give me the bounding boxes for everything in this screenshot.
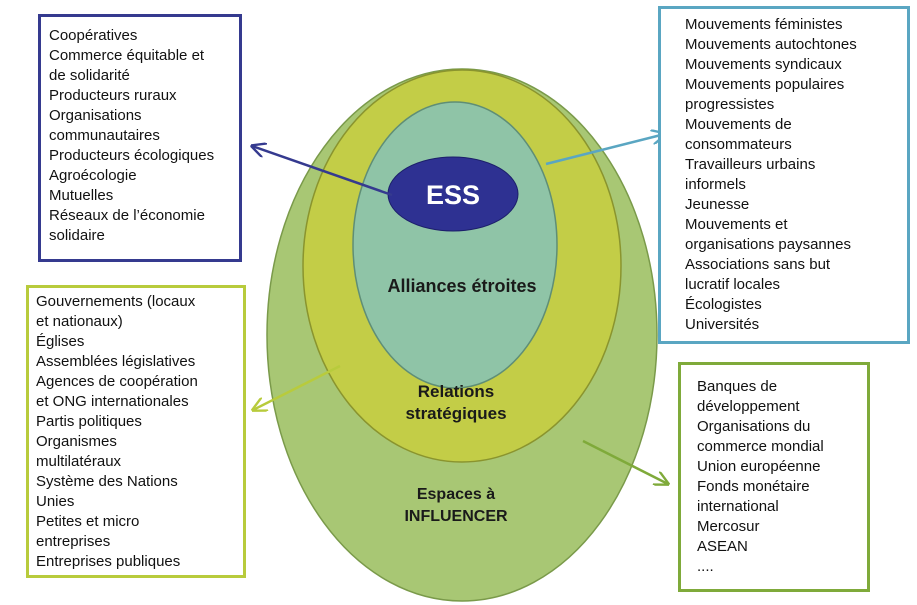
list-item: commerce mondial [697,438,824,455]
list-item: Mutuelles [49,187,114,204]
arrow-to-espaces-box [582,439,668,484]
list-item: développement [697,398,800,415]
list-item: Travailleurs urbains [685,156,816,173]
list-item: Mercosur [697,518,760,535]
list-item: Mouvements populaires [685,76,845,93]
list-item: Jeunesse [685,196,750,213]
list-item: Agences de coopération [36,373,198,390]
list-item: Union européenne [697,458,821,475]
list-item: Producteurs ruraux [49,87,177,104]
list-item: Mouvements de [685,116,792,133]
espaces-label-line-1: Espaces à [417,486,495,503]
list-item: ASEAN [697,538,748,555]
list-item: Système des Nations [36,473,178,490]
list-item: Organisations du [697,418,811,435]
inner-ring-alliances [352,101,558,389]
list-item: Petites et micro [36,513,140,530]
arrow-to-relations-box [253,364,341,410]
list-item: Agroécologie [49,167,137,184]
list-item: consommateurs [685,136,792,153]
relations-label-line-2: stratégiques [405,404,506,423]
list-item: progressistes [685,96,775,113]
relations-label-line-1: Relations [418,382,495,401]
list-item: lucratif locales [685,276,781,293]
espaces-box: Banques de développement Organisations d… [678,362,870,592]
list-item: et ONG internationales [36,393,189,410]
relations-list: Gouvernements (locaux et nationaux) Égli… [36,292,239,572]
list-item: de solidarité [49,67,130,84]
list-item: Églises [36,333,85,350]
list-item: organisations paysannes [685,236,851,253]
list-item: Mouvements féministes [685,16,843,33]
center-label: ESS [426,180,480,210]
list-item: Mouvements syndicaux [685,56,842,73]
list-item: Banques de [697,378,778,395]
list-item: et nationaux) [36,313,123,330]
arrow-to-alliances-box [545,134,665,166]
list-item: .... [697,558,714,575]
ess-members-list: Coopératives Commerce équitable et de so… [49,26,233,246]
alliances-list: Mouvements féministes Mouvements autocht… [685,15,903,335]
list-item: Écologistes [685,296,762,313]
list-item: entreprises [36,533,111,550]
list-item: Universités [685,316,760,333]
list-item: international [697,498,779,515]
list-item: solidaire [49,227,105,244]
ess-members-box: Coopératives Commerce équitable et de so… [38,14,242,262]
list-item: Coopératives [49,27,138,44]
alliances-label: Alliances étroites [387,276,536,296]
list-item: Mouvements et [685,216,788,233]
list-item: Mouvements autochtones [685,36,857,53]
list-item: Organismes [36,433,117,450]
alliances-box: Mouvements féministes Mouvements autocht… [658,6,910,344]
list-item: Unies [36,493,75,510]
list-item: multilatéraux [36,453,122,470]
list-item: Réseaux de l’économie [49,207,205,224]
list-item: Assemblées législatives [36,353,196,370]
list-item: Organisations [49,107,142,124]
list-item: Producteurs écologiques [49,147,215,164]
list-item: Fonds monétaire [697,478,810,495]
espaces-list: Banques de développement Organisations d… [697,377,863,577]
list-item: Associations sans but [685,256,831,273]
relations-box: Gouvernements (locaux et nationaux) Égli… [26,285,246,578]
list-item: informels [685,176,746,193]
espaces-label-line-2: INFLUENCER [404,508,508,525]
list-item: Entreprises publiques [36,553,181,570]
arrow-to-ess-box [252,146,393,197]
list-item: Gouvernements (locaux [36,293,196,310]
list-item: Commerce équitable et [49,47,205,64]
list-item: Partis politiques [36,413,142,430]
list-item: communautaires [49,127,160,144]
